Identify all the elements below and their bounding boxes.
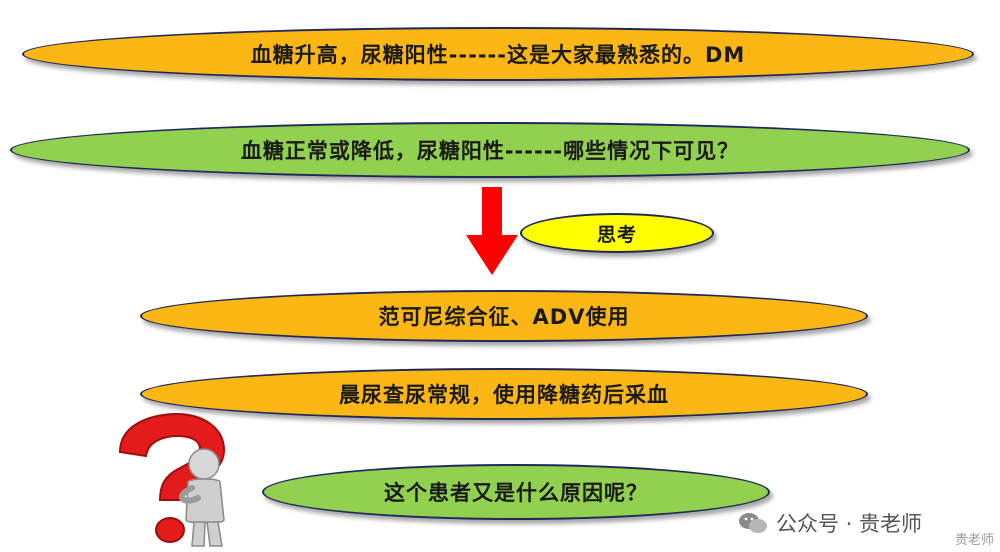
wechat-icon — [739, 513, 767, 533]
think-text: 思考 — [596, 223, 637, 246]
final-question-text: 这个患者又是什么原因呢？ — [384, 481, 648, 505]
cause-1-ellipse: 范可尼综合征、ADV使用 — [140, 290, 868, 342]
question-ellipse: 血糖正常或降低，尿糖阳性------哪些情况下可见？ — [10, 122, 970, 178]
top-statement-ellipse: 血糖升高，尿糖阳性------这是大家最熟悉的。DM — [22, 27, 974, 81]
think-ellipse: 思考 — [520, 213, 714, 253]
down-arrow-icon — [466, 187, 518, 275]
cause-1-text: 范可尼综合征、ADV使用 — [378, 305, 630, 329]
watermark-stamp: 贵老师 — [954, 533, 994, 548]
top-statement-text: 血糖升高，尿糖阳性------这是大家最熟悉的。DM — [250, 43, 746, 67]
cause-2-text: 晨尿查尿常规，使用降糖药后采血 — [339, 383, 669, 407]
question-mark-figure-icon — [118, 412, 226, 547]
question-text: 血糖正常或降低，尿糖阳性------哪些情况下可见？ — [240, 139, 740, 163]
watermark: 公众号 · 贵老师 贵老师 — [738, 498, 998, 548]
final-question-ellipse: 这个患者又是什么原因呢？ — [262, 464, 770, 520]
cause-2-ellipse: 晨尿查尿常规，使用降糖药后采血 — [140, 368, 868, 420]
watermark-text: 公众号 · 贵老师 — [776, 512, 923, 536]
